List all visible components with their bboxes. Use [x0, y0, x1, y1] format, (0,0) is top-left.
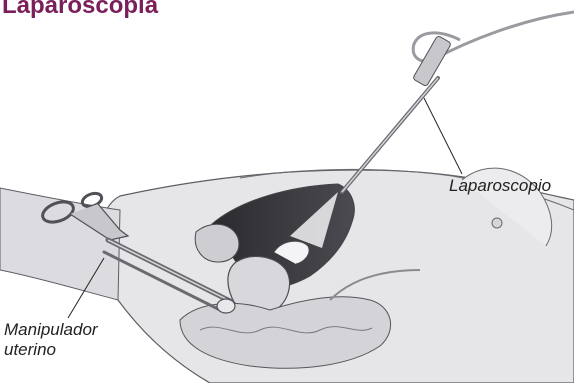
thigh-outline	[0, 188, 120, 300]
uterine-manipulator-label: Manipulador uterino	[4, 320, 134, 360]
laparoscope-leader-line	[424, 98, 462, 174]
laparoscope-label: Laparoscopio	[449, 176, 551, 196]
nipple-mark	[492, 218, 502, 228]
manipulator-tip	[217, 299, 235, 313]
laparoscope-coupler	[413, 35, 452, 86]
